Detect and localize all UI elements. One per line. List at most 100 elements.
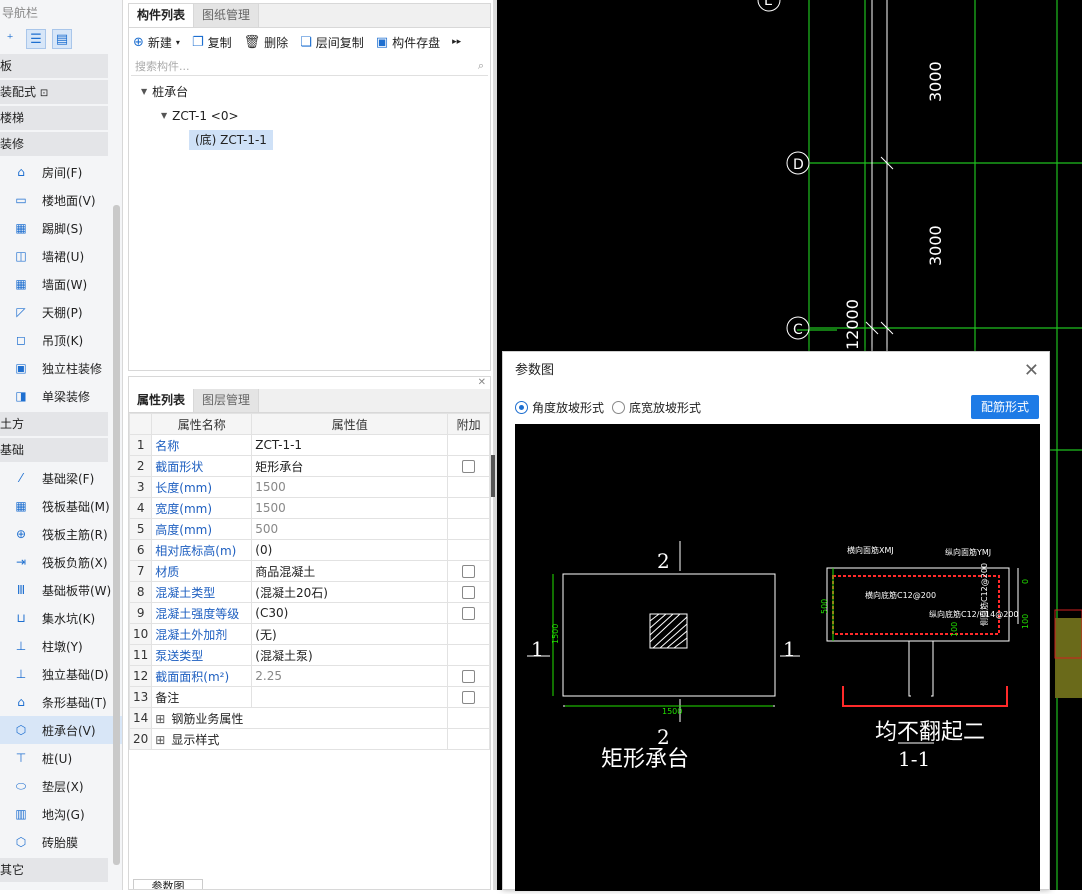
nav-foundation-item[interactable]: ▦筏板基础(M)	[0, 492, 122, 520]
tree-node-child[interactable]: ▼ZCT-1 <0>	[129, 104, 490, 128]
list-view-icon[interactable]: ☰	[26, 29, 46, 49]
nav-decoration-item[interactable]: ▭楼地面(V)	[0, 186, 122, 214]
copy-button[interactable]: ❐复制	[191, 34, 232, 50]
delete-button[interactable]: 🗑删除	[243, 34, 289, 50]
expand-icon[interactable]: ⊞	[155, 711, 166, 726]
property-value[interactable]: 1500	[251, 497, 449, 519]
property-value[interactable]: (0)	[251, 539, 449, 561]
nav-category-slab[interactable]: 板	[0, 54, 108, 78]
tab-property-list[interactable]: 属性列表	[129, 389, 195, 412]
extra-checkbox[interactable]	[462, 565, 476, 578]
property-value[interactable]: (无)	[251, 623, 449, 645]
nav-decoration-item-label: 单梁装修	[42, 389, 91, 404]
search-input[interactable]: 搜索构件... ⌕	[131, 56, 488, 76]
nav-foundation-item[interactable]: ⬡砖胎膜	[0, 828, 122, 856]
save-component-button[interactable]: ▣构件存盘	[375, 34, 441, 50]
floor-copy-button[interactable]: ❏层间复制	[300, 34, 364, 50]
tree-node-leaf[interactable]: (底) ZCT-1-1	[129, 128, 490, 152]
property-value[interactable]	[251, 686, 449, 708]
nav-foundation-item[interactable]: ▥地沟(G)	[0, 800, 122, 828]
tab-param-diagram[interactable]: 参数图	[133, 879, 203, 889]
property-value[interactable]: 500	[251, 518, 449, 540]
nav-category-earthwork[interactable]: 土方	[0, 412, 108, 436]
new-button[interactable]: ⊕新建▾	[133, 34, 180, 50]
nav-decoration-item[interactable]: ◨单梁装修	[0, 382, 122, 410]
tab-component-list[interactable]: 构件列表	[129, 4, 195, 27]
close-icon[interactable]: ✕	[1023, 360, 1039, 381]
plan-title: 矩形承台	[601, 747, 689, 772]
section-label: 1-1	[898, 747, 930, 771]
extra-checkbox[interactable]	[462, 691, 476, 704]
nav-foundation-item[interactable]: ⬡桩承台(V)	[0, 716, 122, 744]
nav-foundation-item[interactable]: ⊥独立基础(D)	[0, 660, 122, 688]
property-name: 名称	[151, 434, 253, 456]
nav-foundation-item[interactable]: ⇥筏板负筋(X)	[0, 548, 122, 576]
detail-view-icon[interactable]: ▤	[52, 29, 72, 49]
property-value[interactable]: 1500	[251, 476, 449, 498]
extra-checkbox[interactable]	[462, 607, 476, 620]
tab-drawing-manage[interactable]: 图纸管理	[194, 4, 260, 27]
close-icon[interactable]: ✕	[477, 377, 486, 388]
sparkle-icon[interactable]: ⁺	[6, 31, 14, 47]
expand-icon[interactable]: ⊞	[155, 732, 166, 747]
property-value[interactable]: 2.25	[251, 665, 449, 687]
nav-decoration-item[interactable]: ▣独立柱装修	[0, 354, 122, 382]
nav-category-decoration[interactable]: 装修	[0, 132, 108, 156]
panel-divider[interactable]	[493, 0, 497, 890]
property-row[interactable]: 14⊞钢筋业务属性	[128, 707, 490, 729]
nav-category-stairs[interactable]: 楼梯	[0, 106, 108, 130]
property-extra	[447, 581, 490, 603]
extra-checkbox[interactable]	[462, 460, 476, 473]
nav-foundation-item[interactable]: ⊔集水坑(K)	[0, 604, 122, 632]
splitter-handle[interactable]	[491, 455, 495, 497]
radio-width-slope[interactable]: 底宽放坡形式	[612, 399, 701, 416]
property-name: ⊞钢筋业务属性	[151, 707, 449, 729]
nav-category-other[interactable]: 其它	[0, 858, 108, 882]
nav-foundation-item[interactable]: ⌂条形基础(T)	[0, 688, 122, 716]
extra-checkbox[interactable]	[462, 586, 476, 599]
component-toolbar: ⊕新建▾ ❐复制 🗑删除 ❏层间复制 ▣构件存盘 ▸▸	[129, 28, 490, 56]
more-icon[interactable]: ▸▸	[452, 37, 462, 47]
nav-decoration-item[interactable]: ⌂房间(F)	[0, 158, 122, 186]
property-value[interactable]: (C30)	[251, 602, 449, 624]
property-row[interactable]: 20⊞显示样式	[128, 728, 490, 750]
dim-plan-height: 1500	[551, 624, 560, 644]
nav-decoration-item[interactable]: ▦踢脚(S)	[0, 214, 122, 242]
extra-checkbox[interactable]	[462, 670, 476, 683]
radio-angle-slope[interactable]: 角度放坡形式	[515, 399, 604, 416]
nav-foundation-item[interactable]: ⊕筏板主筋(R)	[0, 520, 122, 548]
tab-layer-manage[interactable]: 图层管理	[194, 389, 260, 412]
property-value[interactable]: ZCT-1-1	[251, 434, 449, 456]
property-value[interactable]: 矩形承台	[251, 455, 449, 477]
nav-decoration-item[interactable]: ◻吊顶(K)	[0, 326, 122, 354]
nav-category-prefab[interactable]: 装配式 ⊡	[0, 80, 108, 104]
rebar-form-button[interactable]: 配筋形式	[970, 395, 1039, 419]
nav-foundation-item[interactable]: ⬭垫层(X)	[0, 772, 122, 800]
nav-category-foundation[interactable]: 基础	[0, 438, 108, 462]
nav-decoration-item[interactable]: ▦墙面(W)	[0, 270, 122, 298]
nav-decoration-item[interactable]: ◫墙裙(U)	[0, 242, 122, 270]
nav-foundation-item[interactable]: ⊤桩(U)	[0, 744, 122, 772]
nav-foundation-item[interactable]: ⊥柱墩(Y)	[0, 632, 122, 660]
nav-scrollbar[interactable]	[113, 205, 120, 865]
property-value[interactable]: 商品混凝土	[251, 560, 449, 582]
property-value[interactable]: (混凝土泵)	[251, 644, 449, 666]
property-value[interactable]: (混凝土20石)	[251, 581, 449, 603]
tree-node-root[interactable]: ▼桩承台	[129, 80, 490, 104]
nav-foundation-item[interactable]: ⁄基础梁(F)	[0, 464, 122, 492]
nav-decoration-item[interactable]: ◸天棚(P)	[0, 298, 122, 326]
